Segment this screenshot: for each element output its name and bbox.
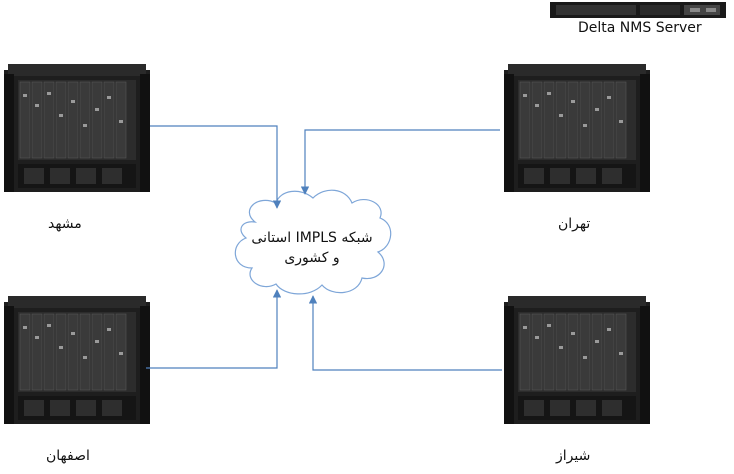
node-label-isfahan: اصفهان: [46, 448, 90, 464]
nms-server-icon: [550, 2, 726, 18]
link-tehran-cloud: [300, 129, 500, 195]
node-label-mashhad: مشهد: [48, 216, 82, 232]
cloud-label: شبکه IMPLS استانی و کشوری: [232, 228, 392, 268]
link-shiraz-cloud: [308, 295, 502, 371]
cloud-label-line2: و کشوری: [284, 250, 340, 266]
cloud-shape: [234, 189, 392, 295]
router-tehran: [503, 63, 651, 193]
link-mashhad-cloud: [150, 125, 282, 209]
link-isfahan-cloud: [146, 289, 282, 369]
nms-server-label: Delta NMS Server: [578, 20, 702, 36]
router-isfahan: [3, 295, 151, 425]
router-shiraz: [503, 295, 651, 425]
cloud-label-line1: شبکه IMPLS استانی: [251, 230, 373, 246]
router-mashhad: [3, 63, 151, 193]
node-label-tehran: تهران: [558, 216, 591, 232]
node-label-shiraz: شیراز: [556, 448, 591, 464]
